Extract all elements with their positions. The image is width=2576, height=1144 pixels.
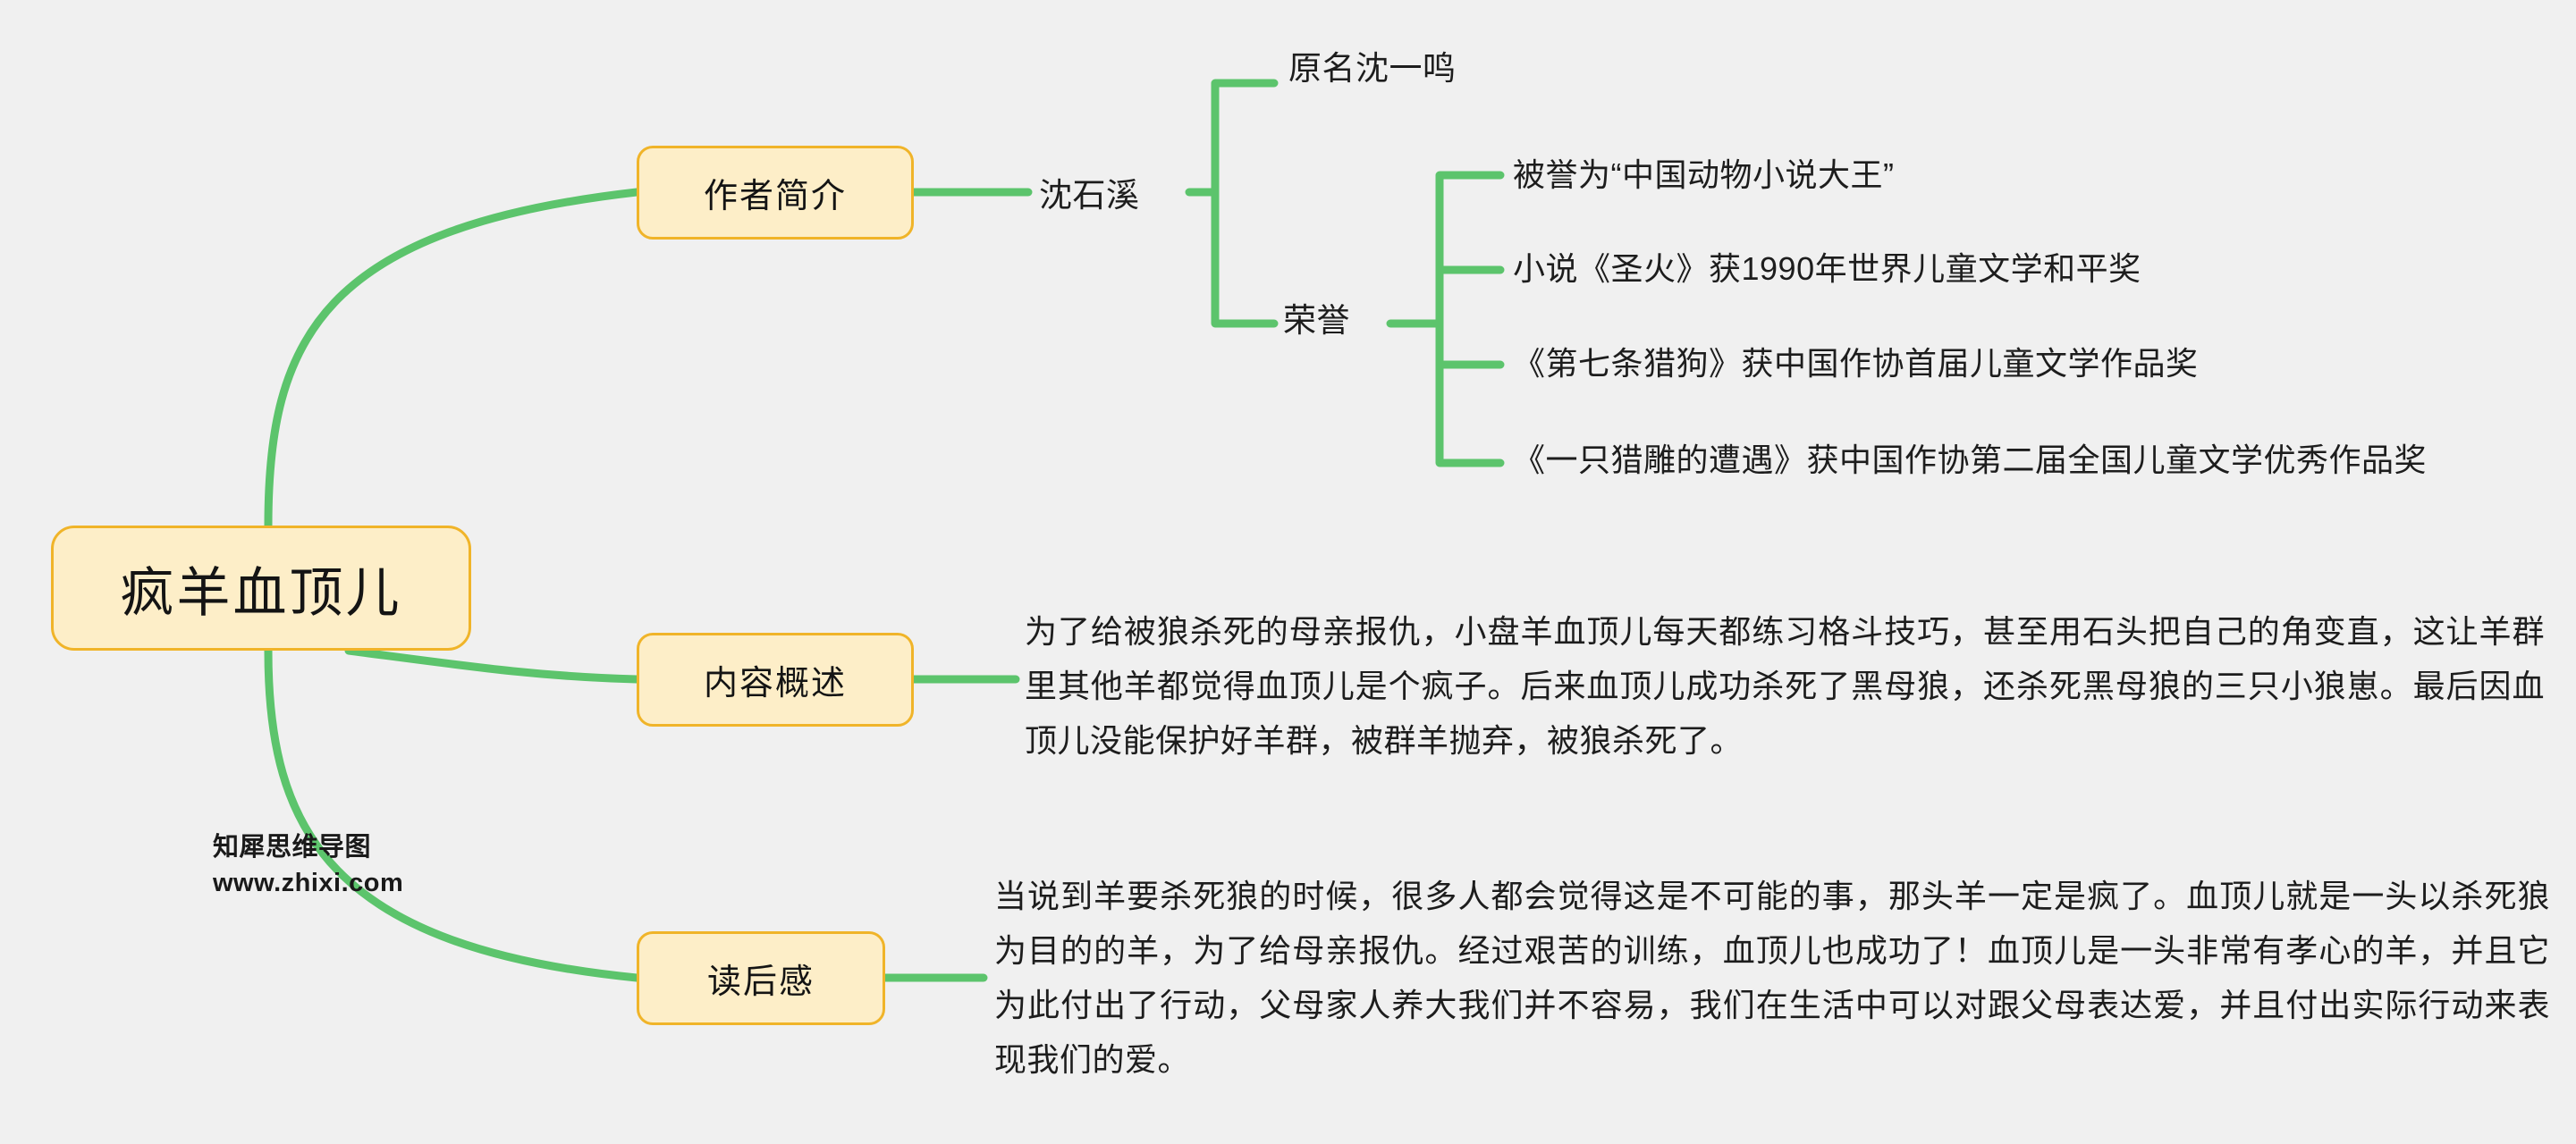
topic-node-summary-label: 内容概述 (703, 665, 847, 702)
topic-node-summary[interactable]: 内容概述 (637, 633, 914, 727)
watermark: 知犀思维导图 www.zhixi.com (213, 829, 403, 901)
edge-root-to-review (264, 646, 641, 982)
node-original-name[interactable]: 原名沈一鸣 (1288, 50, 1457, 87)
honor-item-1[interactable]: 小说《圣火》获1990年世界儿童文学和平奖 (1513, 250, 2141, 287)
paragraph-review[interactable]: 当说到羊要杀死狼的时候，很多人都会觉得这是不可能的事，那头羊一定是疯了。血顶儿就… (994, 878, 2550, 1078)
honor-item-0[interactable]: 被誉为“中国动物小说大王” (1513, 156, 1895, 193)
topic-node-author-label: 作者简介 (703, 178, 847, 215)
root-node[interactable]: 疯羊血顶儿 (51, 526, 471, 651)
edge-root-to-summary (344, 646, 641, 684)
watermark-url: www.zhixi.com (213, 869, 404, 897)
honor-item-3[interactable]: 《一只猎雕的遭遇》获中国作协第二届全国儿童文学优秀作品奖 (1513, 442, 2428, 478)
topic-node-review[interactable]: 读后感 (637, 931, 885, 1025)
node-author-name[interactable]: 沈石溪 (1039, 177, 1140, 214)
honor-item-2[interactable]: 《第七条猎狗》获中国作协首届儿童文学作品奖 (1513, 345, 2199, 382)
watermark-brand: 知犀思维导图 (213, 833, 372, 862)
root-node-label: 疯羊血顶儿 (120, 562, 402, 623)
node-honor[interactable]: 荣誉 (1283, 302, 1350, 339)
topic-node-author[interactable]: 作者简介 (637, 146, 914, 240)
topic-node-review-label: 读后感 (706, 963, 815, 1001)
edge-root-to-author (264, 188, 641, 530)
paragraph-content-summary[interactable]: 为了给被狼杀死的母亲报仇，小盘羊血顶儿每天都练习格斗技巧，甚至用石头把自己的角变… (1025, 613, 2545, 759)
edge-honor-bracket (1386, 171, 1505, 467)
edge-shenshixi-bracket (1185, 79, 1279, 328)
